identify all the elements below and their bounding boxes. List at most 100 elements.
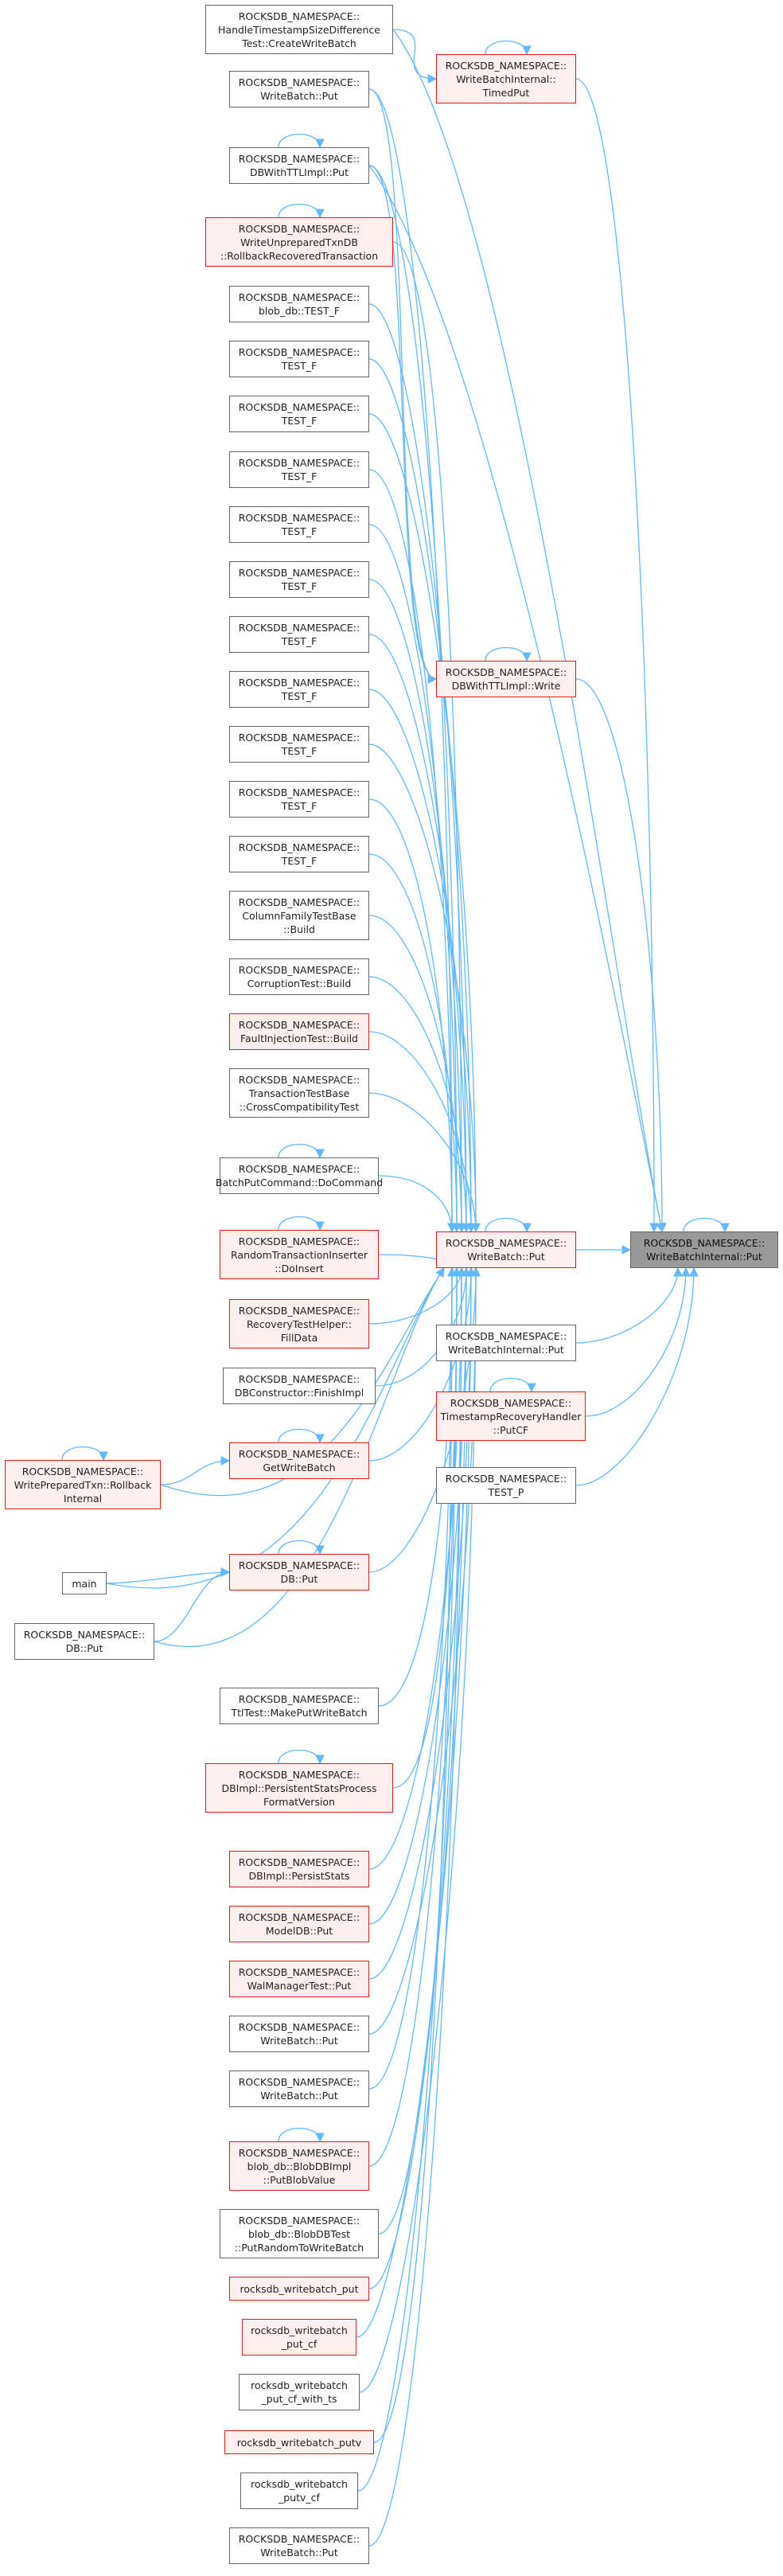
- graph-node[interactable]: ROCKSDB_NAMESPACE::WriteBatch::Put: [229, 2071, 369, 2107]
- node-label-line: ROCKSDB_NAMESPACE::: [238, 1966, 360, 1978]
- graph-node[interactable]: ROCKSDB_NAMESPACE::TimestampRecoveryHand…: [436, 1391, 586, 1441]
- node-label-line: ColumnFamilyTestBase: [242, 909, 356, 922]
- node-label-line: ::PutCF: [493, 1423, 529, 1436]
- edge-n_testf3-to-hub: [368, 469, 457, 1233]
- graph-node[interactable]: ROCKSDB_NAMESPACE::DB::Put: [14, 1623, 154, 1660]
- graph-node[interactable]: ROCKSDB_NAMESPACE::TEST_F: [229, 836, 369, 872]
- graph-node[interactable]: ROCKSDB_NAMESPACE::TEST_F: [229, 341, 369, 377]
- graph-node[interactable]: ROCKSDB_NAMESPACE::GetWriteBatch: [229, 1442, 369, 1479]
- graph-node[interactable]: ROCKSDB_NAMESPACE::TEST_F: [229, 726, 369, 763]
- graph-node[interactable]: rocksdb_writebatch_putv: [224, 2430, 374, 2454]
- node-label-line: TtlTest::MakePutWriteBatch: [231, 1707, 368, 1719]
- graph-node[interactable]: ROCKSDB_NAMESPACE::DBImpl::PersistStats: [229, 1851, 369, 1887]
- node-label-line: blob_db::BlobDBTest: [248, 2227, 350, 2240]
- node-label-line: ROCKSDB_NAMESPACE::: [238, 732, 360, 744]
- graph-node[interactable]: ROCKSDB_NAMESPACE::TEST_F: [229, 396, 369, 432]
- graph-node[interactable]: ROCKSDB_NAMESPACE::TransactionTestBase::…: [229, 1068, 369, 1118]
- node-label-line: ROCKSDB_NAMESPACE::: [238, 1235, 360, 1247]
- graph-node[interactable]: ROCKSDB_NAMESPACE::blob_db::TEST_F: [229, 286, 369, 322]
- edge-n_testf8-to-hub: [368, 744, 481, 1233]
- graph-node[interactable]: ROCKSDB_NAMESPACE::RecoveryTestHelper::F…: [229, 1299, 369, 1348]
- node-label-line: ROCKSDB_NAMESPACE::: [643, 1237, 765, 1249]
- node-label-line: ROCKSDB_NAMESPACE::: [238, 1163, 360, 1175]
- graph-node[interactable]: ROCKSDB_NAMESPACE::WriteUnpreparedTxnDB:…: [205, 217, 393, 267]
- node-label-line: ROCKSDB_NAMESPACE::: [445, 59, 567, 72]
- edge-n_wprep-to-hub: [160, 1267, 445, 1497]
- graph-node[interactable]: ROCKSDB_NAMESPACE::WriteBatch::Put: [229, 2016, 369, 2052]
- self-loop-n_wb_put_hub: [485, 1217, 532, 1233]
- node-label-line: ROCKSDB_NAMESPACE::: [238, 2021, 360, 2033]
- graph-node[interactable]: ROCKSDB_NAMESPACE::ModelDB::Put: [229, 1906, 369, 1942]
- graph-node[interactable]: ROCKSDB_NAMESPACE::RandomTransactionInse…: [220, 1230, 379, 1279]
- graph-node[interactable]: rocksdb_writebatch_putv_cf: [240, 2473, 358, 2509]
- self-loop-n_randins: [278, 1216, 325, 1231]
- node-label-line: ::RollbackRecoveredTransaction: [220, 249, 379, 262]
- node-label-line: ROCKSDB_NAMESPACE::: [445, 1330, 567, 1342]
- edge-n_testf4-to-hub: [368, 524, 462, 1233]
- node-label-line: ROCKSDB_NAMESPACE::: [238, 76, 360, 88]
- graph-node[interactable]: rocksdb_writebatch_put: [229, 2277, 369, 2301]
- graph-node[interactable]: ROCKSDB_NAMESPACE::DB::Put: [229, 1554, 369, 1590]
- node-label-line: blob_db::TEST_F: [258, 305, 341, 317]
- graph-node[interactable]: ROCKSDB_NAMESPACE::TEST_F: [229, 451, 369, 488]
- node-label-line: ROCKSDB_NAMESPACE::: [238, 512, 360, 524]
- node-label-line: TEST_F: [281, 800, 317, 812]
- graph-node[interactable]: ROCKSDB_NAMESPACE::TEST_P: [436, 1467, 576, 1504]
- graph-node[interactable]: ROCKSDB_NAMESPACE::WritePreparedTxn::Rol…: [5, 1460, 161, 1509]
- node-label-line: WritePreparedTxn::Rollback: [14, 1478, 152, 1491]
- node-label-line: ROCKSDB_NAMESPACE::: [238, 222, 360, 235]
- graph-node[interactable]: ROCKSDB_NAMESPACE::blob_db::BlobDBImpl::…: [229, 2141, 369, 2191]
- graph-node[interactable]: ROCKSDB_NAMESPACE::FaultInjectionTest::B…: [229, 1013, 369, 1050]
- edge-n_cfbuild-to-hub: [368, 915, 466, 1233]
- edge-n_corrupt-to-hub: [368, 976, 471, 1233]
- edge-n_main-to-n_dbput_red: [106, 1567, 231, 1584]
- graph-node[interactable]: ROCKSDB_NAMESPACE::DBImpl::PersistentSta…: [205, 1763, 393, 1813]
- node-label-line: TEST_F: [281, 855, 317, 867]
- graph-node[interactable]: ROCKSDB_NAMESPACE::TEST_F: [229, 561, 369, 598]
- self-loop-n_blobput: [278, 2127, 325, 2143]
- graph-node[interactable]: ROCKSDB_NAMESPACE::TtlTest::MakePutWrite…: [220, 1688, 379, 1724]
- graph-node[interactable]: main: [62, 1572, 107, 1594]
- graph-node[interactable]: ROCKSDB_NAMESPACE::TEST_F: [229, 506, 369, 543]
- edge-n_testp-to-target: [575, 1267, 699, 1486]
- graph-node[interactable]: ROCKSDB_NAMESPACE::WalManagerTest::Put: [229, 1961, 369, 1997]
- edge-n_c_putcfts-to-hub: [359, 1267, 481, 2393]
- node-label-line: ROCKSDB_NAMESPACE::: [238, 786, 360, 798]
- node-label-line: ::DoInsert: [275, 1262, 324, 1274]
- graph-node[interactable]: ROCKSDB_NAMESPACE::blob_db::BlobDBTest::…: [220, 2209, 379, 2258]
- graph-node[interactable]: ROCKSDB_NAMESPACE::WriteBatchInternal::P…: [436, 1325, 576, 1361]
- node-label-line: WriteUnpreparedTxnDB: [240, 236, 358, 248]
- node-label-line: ROCKSDB_NAMESPACE::: [450, 1396, 572, 1409]
- graph-node[interactable]: ROCKSDB_NAMESPACE::WriteBatch::Put: [229, 2527, 369, 2564]
- node-label-line: ROCKSDB_NAMESPACE::: [238, 1856, 360, 1868]
- edge-n_wb_put3-to-hub: [368, 1267, 457, 2090]
- graph-node[interactable]: ROCKSDB_NAMESPACE::DBConstructor::Finish…: [223, 1368, 376, 1404]
- node-label-line: ROCKSDB_NAMESPACE::: [238, 2076, 360, 2088]
- graph-node[interactable]: ROCKSDB_NAMESPACE::TEST_F: [229, 616, 369, 653]
- graph-node[interactable]: ROCKSDB_NAMESPACE::WriteBatch::Put: [436, 1231, 576, 1268]
- graph-node[interactable]: ROCKSDB_NAMESPACE::WriteBatch::Put: [229, 71, 369, 107]
- graph-node[interactable]: ROCKSDB_NAMESPACE::TEST_F: [229, 781, 369, 818]
- graph-node[interactable]: ROCKSDB_NAMESPACE::WriteBatchInternal::T…: [436, 54, 576, 103]
- edge-n_tsrecov-to-target: [585, 1267, 691, 1417]
- edge-n_recov-to-hub: [368, 1267, 466, 1325]
- graph-node[interactable]: ROCKSDB_NAMESPACE::TEST_F: [229, 671, 369, 708]
- graph-node[interactable]: rocksdb_writebatch_put_cf: [242, 2319, 356, 2355]
- node-label-line: ::CrossCompatibilityTest: [239, 1100, 360, 1113]
- graph-node[interactable]: ROCKSDB_NAMESPACE::CorruptionTest::Build: [229, 958, 369, 995]
- node-label-line: ROCKSDB_NAMESPACE::: [238, 1693, 360, 1705]
- graph-node[interactable]: ROCKSDB_NAMESPACE::DBWithTTLImpl::Write: [436, 661, 576, 697]
- edge-n_ttl_put-to-hub: [368, 165, 462, 1233]
- graph-node[interactable]: ROCKSDB_NAMESPACE::DBWithTTLImpl::Put: [229, 147, 369, 184]
- graph-node[interactable]: rocksdb_writebatch_put_cf_with_ts: [239, 2374, 360, 2410]
- node-label-line: ROCKSDB_NAMESPACE::: [238, 1373, 360, 1385]
- edge-n_timedput-to-target: [575, 78, 659, 1233]
- graph-node[interactable]: ROCKSDB_NAMESPACE::HandleTimestampSizeDi…: [205, 5, 393, 54]
- graph-node[interactable]: ROCKSDB_NAMESPACE::BatchPutCommand::DoCo…: [216, 1157, 383, 1194]
- node-label-line: rocksdb_writebatch: [251, 2478, 348, 2490]
- node-label-line: DBWithTTLImpl::Put: [250, 166, 349, 178]
- graph-node[interactable]: ROCKSDB_NAMESPACE::ColumnFamilyTestBase:…: [229, 891, 369, 940]
- node-label-line: TimedPut: [482, 86, 530, 99]
- self-loop-n_persfmt: [278, 1749, 325, 1765]
- edge-n_testf10-to-hub: [368, 853, 462, 1233]
